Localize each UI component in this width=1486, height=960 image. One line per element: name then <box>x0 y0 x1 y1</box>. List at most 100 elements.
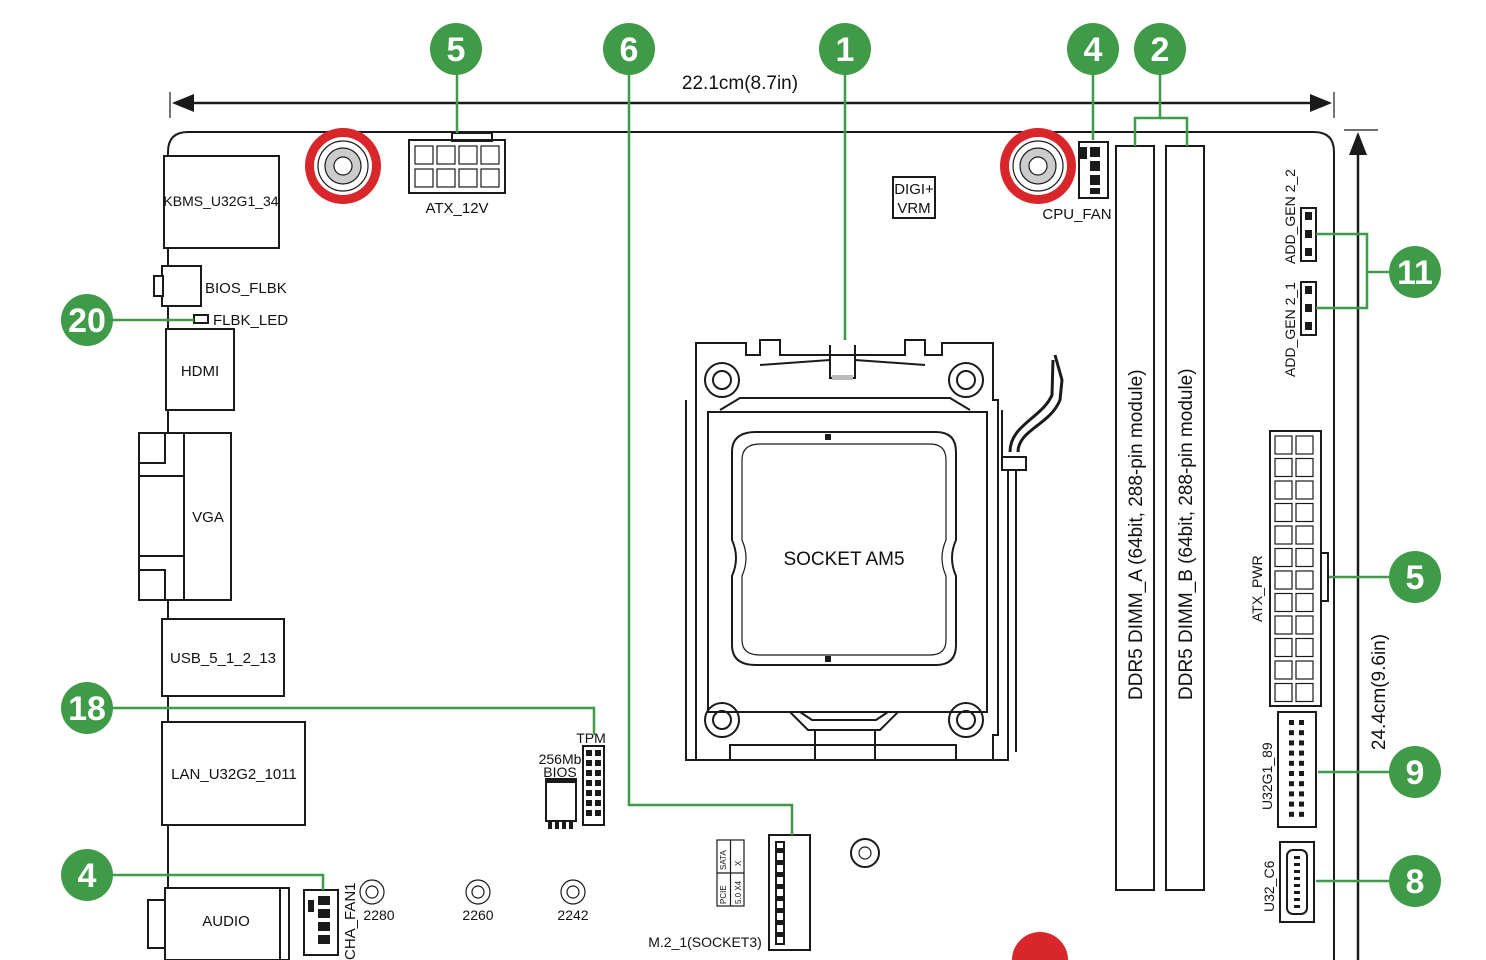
usb-pin <box>1299 801 1304 807</box>
width-label: 22.1cm(8.7in) <box>682 73 798 94</box>
usb-pin <box>1289 730 1294 736</box>
callout-atx-pwr: 5 <box>1389 551 1441 603</box>
kbms-label: KBMS_U32G1_34 <box>163 193 278 209</box>
usb-pin <box>1289 781 1294 787</box>
dimm-b-label: DDR5 DIMM_B (64bit, 288-pin module) <box>1176 368 1197 700</box>
callout-cha-fan: 4 <box>61 849 113 901</box>
cpu-socket-am5: SOCKET AM5 <box>685 339 1064 761</box>
atx-pin <box>1274 502 1293 523</box>
add-gen-2-2-header: ADD_GEN 2_2 <box>1282 169 1317 264</box>
usb-3-header: U32G1_89 <box>1259 711 1317 828</box>
atx-pin <box>1274 615 1293 635</box>
atx-pin <box>1274 682 1293 703</box>
usb-pin <box>1299 740 1304 746</box>
atx-power-connector: ATX_PWR <box>1249 430 1329 707</box>
tpm-header: TPM <box>576 730 606 826</box>
usb-c-pin <box>1294 856 1300 859</box>
m2-table-sata: SATA <box>719 850 728 870</box>
m2-table-x: X <box>734 860 743 866</box>
atx-pin <box>1274 660 1293 680</box>
flbk-led-label: FLBK_LED <box>213 312 288 329</box>
lan-label: LAN_U32G2_1011 <box>171 766 297 783</box>
usb-pin <box>1299 720 1304 725</box>
bios-chip: 256Mb BIOS <box>539 751 582 829</box>
u32g1-89-label: U32G1_89 <box>1259 742 1275 810</box>
usb-pin <box>1299 730 1304 736</box>
atx-pin <box>1295 435 1314 455</box>
usb-c-pins <box>1294 856 1300 908</box>
atx-12v-label: ATX_12V <box>425 200 488 217</box>
callout-atx-12v: 5 <box>430 23 482 75</box>
hdmi-label: HDMI <box>181 363 219 380</box>
digi-vrm-box: DIGI+ VRM <box>892 176 936 219</box>
vga-label: VGA <box>192 509 224 526</box>
atx-pwr-label: ATX_PWR <box>1249 555 1265 622</box>
add-gen-2-2-label: ADD_GEN 2_2 <box>1282 169 1298 264</box>
bios-chip-size-label: 256Mb <box>539 751 582 767</box>
callout-flbk-led-number: 20 <box>68 302 106 340</box>
socket-label: SOCKET AM5 <box>783 549 904 570</box>
atx-pin <box>1274 480 1293 500</box>
callout-cpu-fan-number: 4 <box>1084 31 1103 69</box>
height-label: 24.4cm(9.6in) <box>1369 634 1390 750</box>
atx-pin <box>1295 637 1314 658</box>
atx-pin <box>1274 592 1293 613</box>
atx-pin <box>1295 480 1314 500</box>
usb-c-pin <box>1294 877 1300 880</box>
digi-label: DIGI+ <box>894 181 934 198</box>
usb-c-pin <box>1294 905 1300 908</box>
atx-pin <box>1274 435 1293 455</box>
callout-leaders <box>112 72 1391 890</box>
callout-usb-header-number: 9 <box>1406 754 1425 792</box>
usb-pin <box>1289 750 1294 756</box>
m2-table-gen: 5.0 X4 <box>734 880 743 904</box>
callout-tpm: 18 <box>61 682 113 734</box>
bios-chip-label: BIOS <box>543 764 576 780</box>
standoff-2260-label: 2260 <box>462 907 493 923</box>
atx-pin <box>1295 592 1314 613</box>
atx-pin <box>1295 570 1314 590</box>
usb-header-pins <box>1289 720 1304 817</box>
atx-power-pins <box>1274 435 1314 703</box>
usb-pin <box>1299 771 1304 776</box>
usb-c-pin <box>1294 863 1300 866</box>
board-outline <box>167 131 1335 960</box>
dimm-a-label: DDR5 DIMM_A (64bit, 288-pin module) <box>1126 369 1147 700</box>
cha-fan-label: CHA_FAN1 <box>342 882 359 960</box>
usb-c-pin <box>1294 870 1300 873</box>
vrm-label: VRM <box>897 200 930 217</box>
flbk-led: FLBK_LED <box>193 312 288 329</box>
usb-pin <box>1289 760 1294 766</box>
usb-port: USB_5_1_2_13 <box>161 618 285 697</box>
mounting-hole-bottom-right-partial <box>1012 932 1068 960</box>
standoff-m2-mount <box>850 838 880 868</box>
atx-pin <box>1274 570 1293 590</box>
bios-flbk-label: BIOS_FLBK <box>205 280 287 297</box>
usb-label: USB_5_1_2_13 <box>170 650 276 667</box>
callout-m2: 6 <box>603 23 655 75</box>
callout-socket: 1 <box>819 23 871 75</box>
callout-usb-header: 9 <box>1389 746 1441 798</box>
atx-12v-connector: ATX_12V <box>408 132 506 217</box>
callout-flbk-led: 20 <box>61 294 113 346</box>
callout-cha-fan-number: 4 <box>78 857 97 895</box>
u32-c6-label: U32_C6 <box>1261 860 1277 912</box>
hdmi-port: HDMI <box>165 328 235 411</box>
usb-c-pin <box>1294 891 1300 894</box>
standoff-2242-label: 2242 <box>557 907 588 923</box>
standoff-2280: 2280 <box>359 879 395 923</box>
callout-cpu-fan: 4 <box>1067 23 1119 75</box>
atx-pin <box>1295 525 1314 545</box>
atx-pin <box>1295 615 1314 635</box>
audio-label: AUDIO <box>202 913 250 930</box>
dimm-slot-a: DDR5 DIMM_A (64bit, 288-pin module) <box>1115 145 1155 891</box>
atx-pin <box>1295 502 1314 523</box>
callout-atx-12v-number: 5 <box>447 31 466 69</box>
m2-label: M.2_1(SOCKET3) <box>648 934 762 950</box>
standoff-2242: 2242 <box>557 879 589 923</box>
cpu-fan-header: CPU_FAN <box>1042 141 1112 223</box>
kbms-port: KBMS_U32G1_34 <box>163 155 280 249</box>
cha-fan-header: CHA_FAN1 <box>303 882 359 960</box>
callout-add-gen-number: 11 <box>1397 254 1433 292</box>
atx-pin <box>1274 547 1293 568</box>
